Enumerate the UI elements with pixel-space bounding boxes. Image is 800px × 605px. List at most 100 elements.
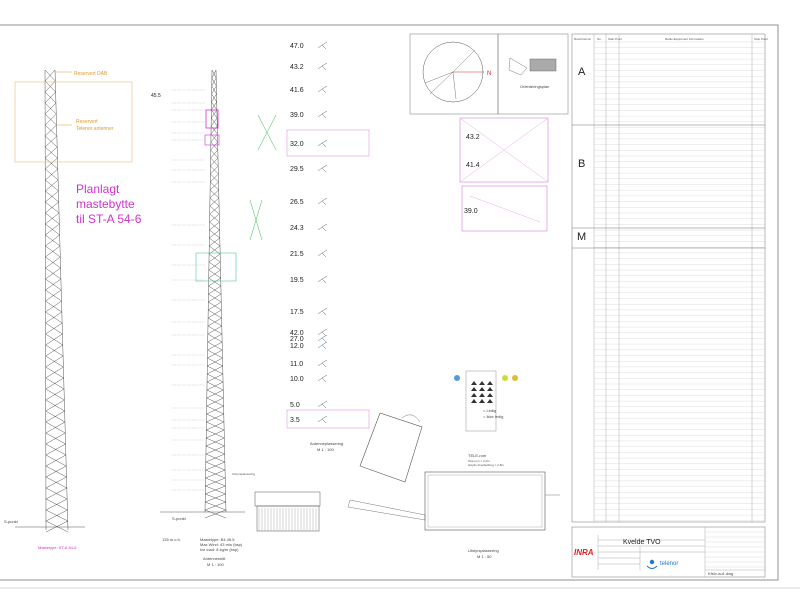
col-stop-header: Stop Point [754,37,768,41]
company-logo: INRA [574,548,594,557]
north-label: N [487,71,491,77]
elevation-label: 32.0 [290,141,304,148]
antenna-symbol-icon [317,139,328,148]
compass-box: N [409,33,499,115]
antenna-symbol-icon [317,223,328,232]
elevation-label: 27.0 [290,336,304,343]
reserved-telenor-label-2: Telenor antenner [76,126,114,132]
mast-section-scale: M 1 : 100 [207,562,224,567]
symbol-icon [487,381,493,385]
antenna-symbol-icon [317,328,328,337]
reserved-telenor-label-1: Reservert [76,119,98,125]
antenna-symbol-icon [317,197,328,206]
antenna-plan-title: Antenneplassering [310,441,343,446]
legend-ikke-ledig: = Ikke ledig [483,414,503,419]
reserved-dab-label: Reservert DAB [74,71,108,77]
legend-ledig: = Ledig [483,408,496,413]
symbol-icon [479,399,485,403]
elevation-label: 3.5 [290,417,300,424]
antenna-elevation-list: 47.043.241.639.032.029.526.524.321.519.5… [290,41,328,424]
section-a-label: A [578,66,586,78]
elevation-label: 29.5 [290,166,304,173]
existing-mast [160,69,277,519]
antenna-symbol-icon [317,341,328,350]
antenna-symbol-icon [317,85,328,94]
detail-box-1: 43.2 41.4 [459,117,549,183]
antenna-symbol-icon [317,334,328,343]
elevation-label: 5.0 [290,402,300,409]
planned-label-3: til ST-A 54-6 [76,212,142,226]
elevation-label: 19.5 [290,277,304,284]
equipment-shed [254,491,321,532]
planned-mast [15,69,85,533]
file-name: Kfelv-au1.dwg [708,571,733,576]
antenna-symbol-icon [317,400,328,409]
elevation-label: 11.0 [290,361,303,368]
antenna-symbol-icon [317,359,328,368]
tele-room-line2: Høyde til kabelbrug = 2,8m [468,463,504,467]
elevation-box-32 [286,129,370,157]
antenna-symbol-icon [317,307,328,316]
antenna-symbol-icon [317,41,328,50]
mast-info-1: Mastetype: B4 45.5 [200,537,235,542]
elevation-box-35 [286,409,370,429]
detail-value-390: 39.0 [464,208,478,215]
reserved-area-box [14,81,133,163]
planned-label-2: mastebytte [76,197,135,211]
antenna-symbol-icon [317,62,328,71]
ground-level: 135 m.o.h. [162,537,181,542]
mast-top-height: 45.5 [151,93,161,99]
elevation-label: 26.5 [290,199,304,206]
antenna-symbol-icon [317,415,328,424]
antenna-symbol-icon [317,374,328,383]
symbol-icon [471,393,477,397]
elevation-label: 12.0 [290,343,304,350]
left-s-punkt: S-punkt [4,519,19,524]
mast-height-ticks [172,89,205,491]
planned-label-1: Planlagt [76,182,120,196]
elevation-label: 41.6 [290,87,304,94]
orientation-label: Orienteringsplan [520,84,549,89]
title-block [571,526,766,578]
antenna-symbol-icon [317,249,328,258]
elevation-label: 47.0 [290,43,304,50]
antenna-plan-scale: M 1 : 100 [317,447,334,452]
sheet-frame [0,24,779,581]
col-info-header: Radio Equipment Information [665,37,704,41]
symbol-icon [487,393,493,397]
symbol-icon [479,381,485,385]
detail-value-432: 43.2 [466,134,480,141]
site-name: Kvelde TVO [623,539,661,546]
symbol-icon [487,387,493,391]
site-plan-title: Utstyrsplassering [468,548,499,553]
antenna-symbol-icon [317,110,328,119]
antenna-symbol-icon [317,275,328,284]
telenor-brand: telenor [660,561,678,567]
col-start-header: Start Point [608,37,622,41]
col-no-header: No. [597,37,602,41]
symbol-icon [479,387,485,391]
symbol-icon [471,399,477,403]
elevation-label: 10.0 [290,376,304,383]
left-mast-type: Mastetype: ST-A 54-6 [38,545,77,550]
section-m-label: M [577,231,586,243]
elevation-label: 42.0 [290,330,304,337]
detail-value-414: 41.4 [466,162,480,169]
symbol-icon [487,399,493,403]
symbol-icon [471,387,477,391]
elevation-label: 17.5 [290,309,304,316]
tele-room-title: TELE-rom [468,453,487,458]
symbol-legend: = Ledig = Ikke ledig [454,370,518,432]
symbol-icon [479,393,485,397]
elevation-label: 21.5 [290,251,304,258]
symbol-icon [471,381,477,385]
radio-equipment-table [571,33,766,523]
mast-utstyr-label: Utstyrsplassering [232,472,255,476]
site-plan-scale: M 1 : 50 [477,554,492,559]
mast-section-title: Antennesnitt [203,556,226,561]
tele-room-line1: Tele-rom = 2,0m [468,459,490,463]
telenor-logo-icon [646,559,658,569]
mast-info-2: Max Wind: 43 m/s (bsp) [200,542,243,547]
